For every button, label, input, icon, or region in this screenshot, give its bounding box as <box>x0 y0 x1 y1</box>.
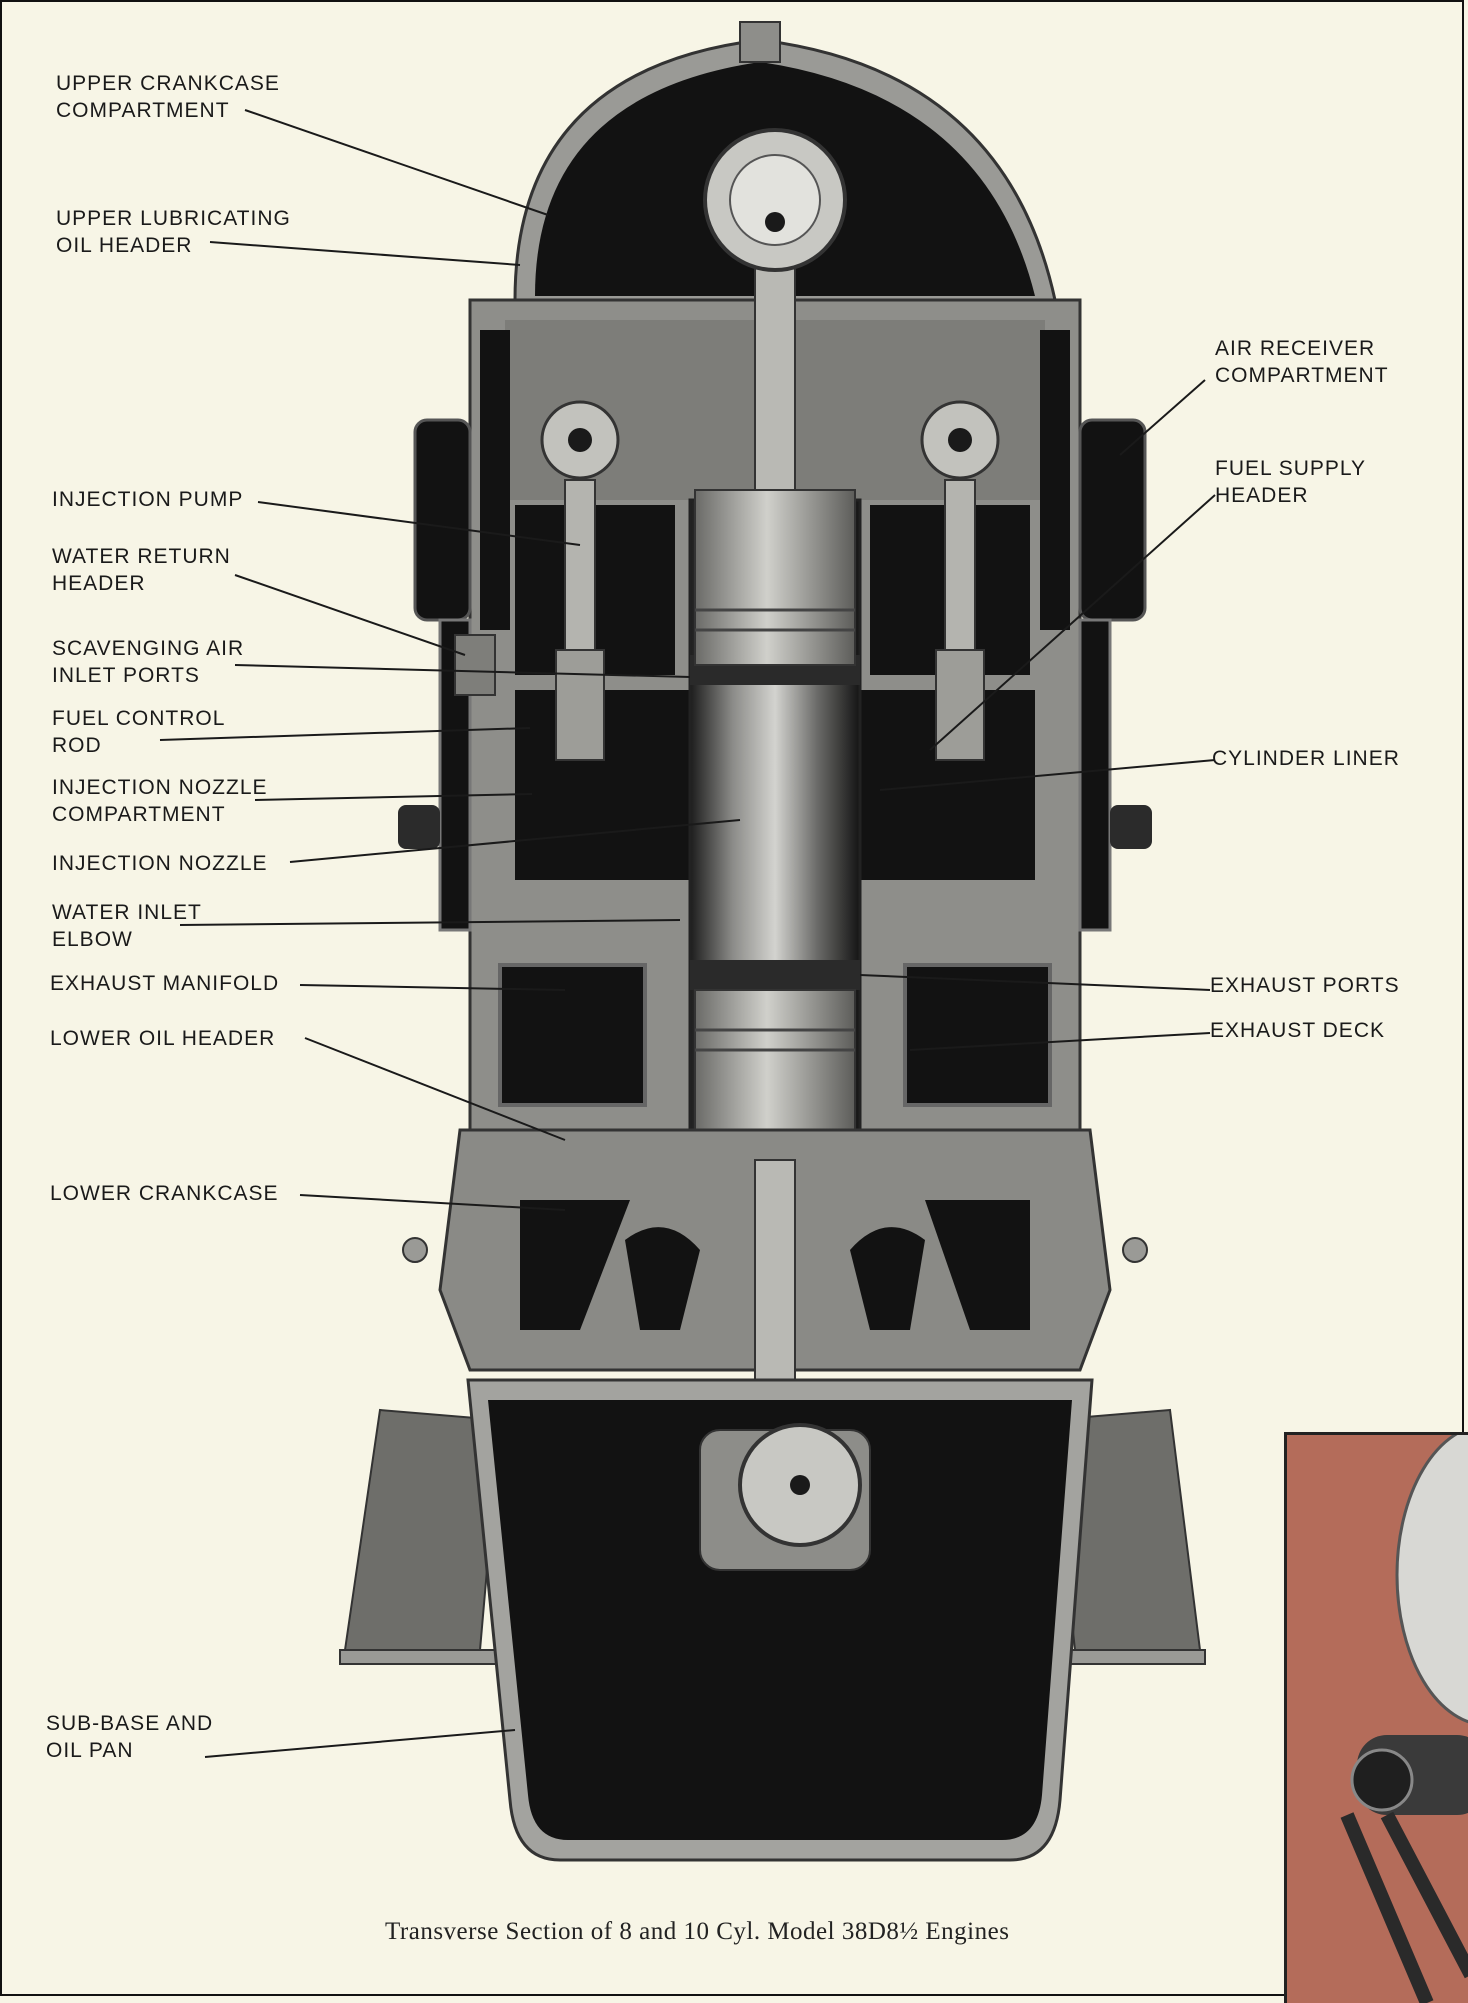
label-scavenging-air-inlet-ports: SCAVENGING AIR INLET PORTS <box>52 637 245 687</box>
label-cylinder-liner: CYLINDER LINER <box>1212 747 1400 770</box>
injection-pump-left <box>540 400 620 761</box>
label-lower-crankcase: LOWER CRANKCASE <box>50 1182 279 1205</box>
label-water-return-header: WATER RETURN HEADER <box>52 545 231 595</box>
label-exhaust-ports: EXHAUST PORTS <box>1210 974 1400 997</box>
label-injection-nozzle: INJECTION NOZZLE <box>52 852 268 875</box>
label-air-receiver-compartment: AIR RECEIVER COMPARTMENT <box>1215 337 1389 387</box>
photo-inset <box>1284 1432 1468 2003</box>
label-lower-oil-header: LOWER OIL HEADER <box>50 1027 276 1050</box>
label-exhaust-manifold: EXHAUST MANIFOLD <box>50 972 280 995</box>
label-fuel-supply-header: FUEL SUPPLY HEADER <box>1215 457 1367 507</box>
side-fittings <box>398 634 1152 1263</box>
injection-pump-right <box>920 400 1000 761</box>
inset-machine-photo <box>1340 1435 1468 2003</box>
label-sub-base-and-oil-pan: SUB-BASE AND OIL PAN <box>46 1712 214 1762</box>
label-exhaust-deck: EXHAUST DECK <box>1210 1019 1385 1042</box>
leader-lines <box>159 109 1216 1758</box>
label-upper-crankcase-compartment: UPPER CRANKCASE COMPARTMENT <box>56 72 280 122</box>
sub-base-oil-pan <box>339 1378 1206 1862</box>
label-injection-nozzle-compartment: INJECTION NOZZLE COMPARTMENT <box>52 776 268 826</box>
upper-piston <box>694 128 856 666</box>
label-injection-pump: INJECTION PUMP <box>52 488 244 511</box>
figure-caption: Transverse Section of 8 and 10 Cyl. Mode… <box>385 1918 1010 1945</box>
label-water-inlet-elbow: WATER INLET ELBOW <box>52 901 202 951</box>
label-upper-lubricating-oil-header: UPPER LUBRICATING OIL HEADER <box>56 207 291 257</box>
label-fuel-control-rod: FUEL CONTROL ROD <box>52 707 226 757</box>
